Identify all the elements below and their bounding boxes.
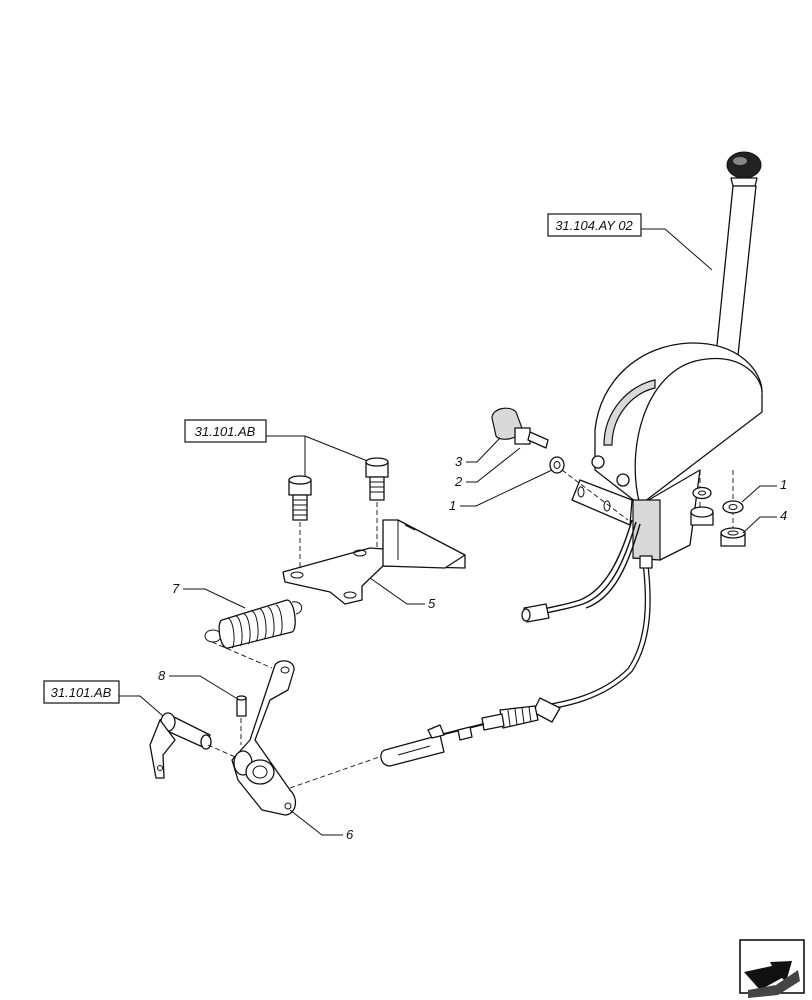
washer-right — [722, 500, 744, 514]
callout-2[interactable]: 2 — [454, 474, 463, 489]
housing-slot — [603, 379, 656, 446]
cable-ferrule — [639, 555, 653, 569]
leader-1-right — [741, 485, 777, 503]
leader-7 — [183, 588, 246, 609]
ref-box-shaft-group[interactable]: 31.101.AB — [43, 680, 120, 704]
clevis-clip — [427, 724, 445, 739]
ref-box-bracket-bolts[interactable]: 31.101.AB — [184, 419, 267, 443]
axis-spring — [211, 641, 273, 669]
washer-left — [692, 486, 712, 500]
next-page-arrow-icon[interactable] — [739, 939, 805, 998]
lever-arm — [231, 660, 297, 816]
bracket-bolt-left — [288, 475, 312, 521]
callout-3[interactable]: 3 — [455, 454, 463, 469]
mounting-bracket — [282, 519, 466, 605]
callout-6[interactable]: 6 — [346, 827, 354, 842]
leader-5 — [369, 577, 425, 605]
mounting-hole-1 — [577, 486, 585, 498]
control-cable — [380, 555, 653, 767]
axis-bracket-bolts — [299, 502, 378, 570]
leader-lever-group — [641, 228, 713, 271]
shift-shaft — [149, 712, 212, 779]
leader-bracket-bolts — [266, 435, 371, 478]
cable-inner-sleeve — [457, 726, 473, 741]
leader-4 — [742, 516, 777, 534]
callout-1-right[interactable]: 1 — [780, 477, 787, 492]
knob-highlight — [733, 157, 747, 165]
lever-rod — [715, 185, 757, 356]
housing-screw-left — [591, 455, 605, 469]
housing-lower-front — [632, 499, 661, 561]
axis-shaft — [207, 744, 243, 761]
nut-right — [720, 527, 746, 547]
nut-left — [690, 506, 714, 526]
roll-pin — [236, 695, 247, 717]
small-washer — [549, 456, 565, 474]
callout-4[interactable]: 4 — [780, 508, 787, 523]
gear-lever-assembly — [571, 151, 763, 561]
callout-8[interactable]: 8 — [158, 668, 166, 683]
lever-arm-bore — [245, 759, 275, 785]
cable-nut — [481, 713, 505, 731]
ref-label-bracket-bolts: 31.101.AB — [195, 424, 256, 439]
callout-5[interactable]: 5 — [428, 596, 436, 611]
callout-7[interactable]: 7 — [172, 581, 180, 596]
wire-harness — [521, 519, 641, 623]
leader-3 — [466, 437, 501, 463]
small-bolt — [514, 427, 549, 449]
cable-threaded-end — [499, 705, 539, 729]
leader-2 — [466, 447, 521, 483]
housing-side — [634, 357, 763, 506]
callout-1-left[interactable]: 1 — [449, 498, 456, 513]
leader-1-left — [460, 469, 553, 507]
ref-label-shaft-group: 31.101.AB — [51, 685, 112, 700]
knob-collar — [730, 177, 758, 187]
ref-box-lever-group[interactable]: 31.104.AY 02 — [547, 213, 642, 237]
leader-shaft-group — [119, 695, 164, 717]
housing-screw-right — [616, 473, 630, 487]
lever-knob — [726, 151, 762, 179]
tension-spring — [204, 599, 303, 649]
bracket-bolt-right — [365, 457, 389, 501]
axis-cable-clevis — [289, 754, 386, 789]
leader-6 — [289, 809, 343, 836]
axis-washer — [561, 469, 629, 521]
ref-label-lever-group: 31.104.AY 02 — [555, 218, 633, 233]
leader-8 — [169, 675, 237, 699]
